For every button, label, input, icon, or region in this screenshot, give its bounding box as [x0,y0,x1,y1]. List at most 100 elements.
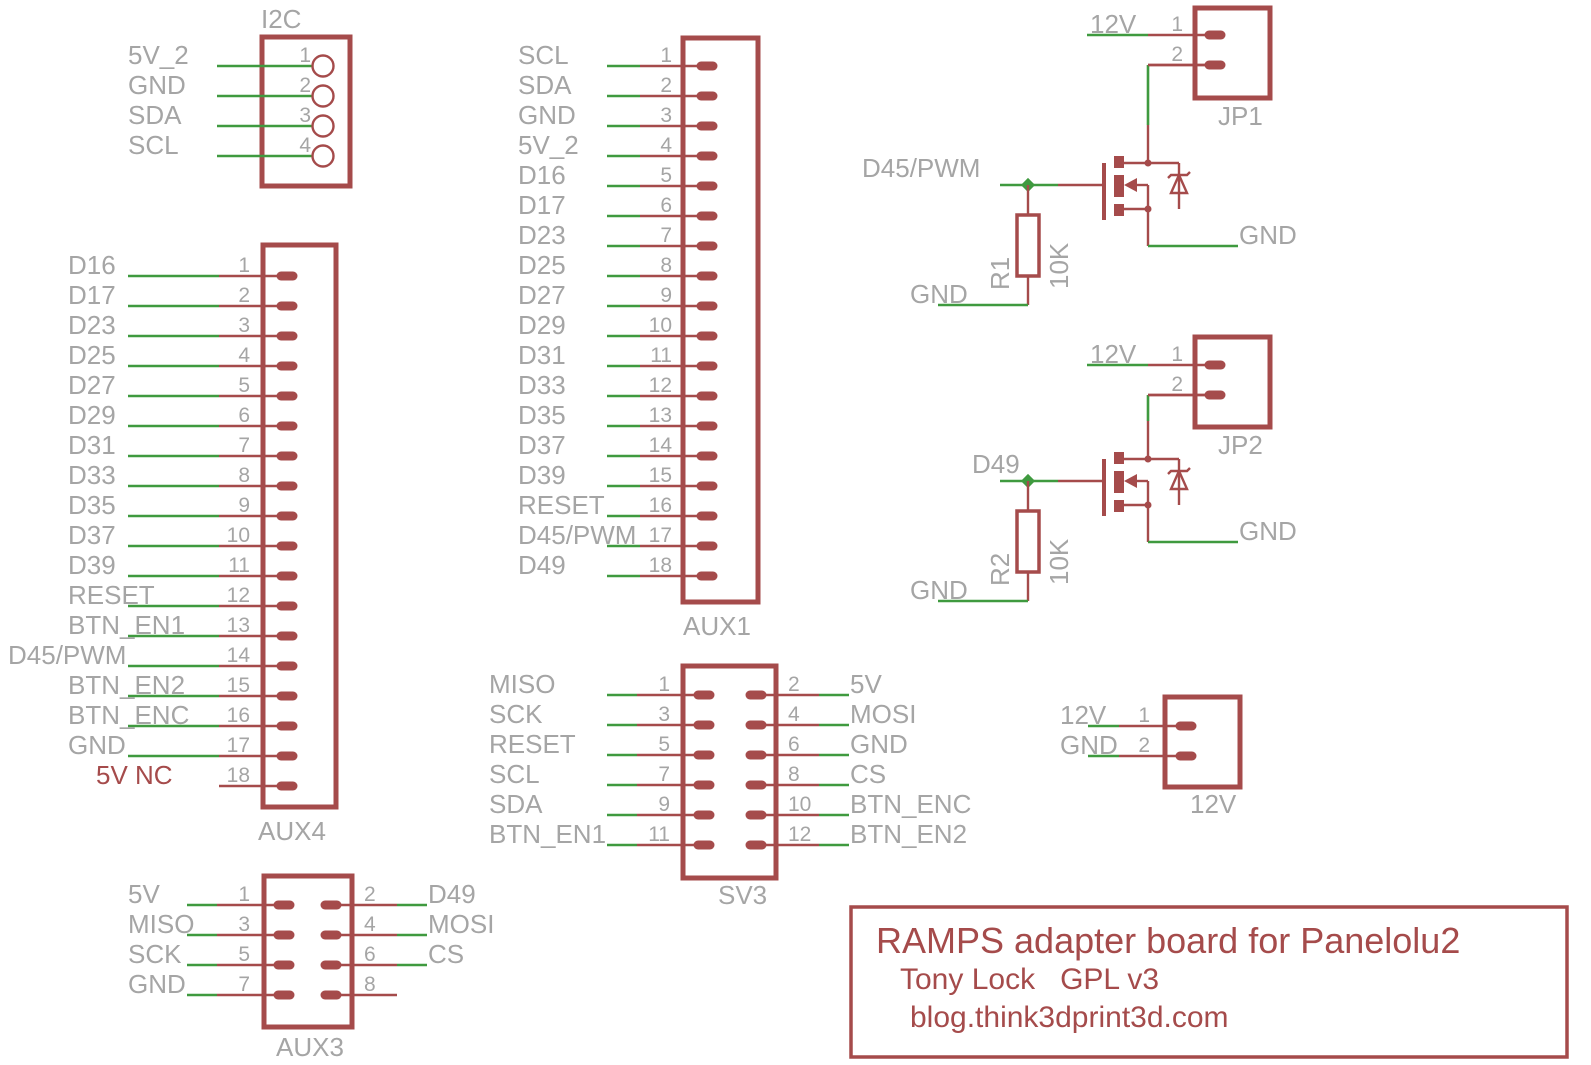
pin-number: 10 [227,524,250,547]
pin-pad-round [311,144,335,168]
pin-number: 7 [238,434,250,457]
pin-net-label: CS [850,759,886,789]
pin-number: 1 [238,254,250,277]
gate-net-label: D49 [972,449,1020,479]
pin-net-label: D37 [68,520,116,550]
pin-10: 10 D37 [68,520,298,551]
pin-3: 3 D23 [68,310,298,341]
pin-2: 2 [1148,373,1226,400]
pin-net-label: GND [1060,730,1118,760]
pin-number: 2 [364,883,376,906]
pin-net-label: D37 [518,430,566,460]
pin-number: 7 [238,973,250,996]
pin-number: 7 [658,763,670,786]
pin-net-label: GND [850,729,908,759]
title-block-author: Tony Lock GPL v3 [900,963,1159,996]
pin-net-label: D35 [68,490,116,520]
pin-net-label: SDA [518,70,572,100]
pin-net-label: D27 [68,370,116,400]
connector-aux4: AUX4 1D162D173D234D255D276D297D318D339D3… [8,242,339,846]
pin-net-label: BTN_ENC [68,700,189,730]
connector-aux3-body [261,873,355,1030]
pin-number: 11 [650,344,672,367]
pin-number: 12 [227,584,250,607]
pin-net-label: MISO [489,669,555,699]
connector-jp2-name: JP2 [1218,430,1263,460]
pin-net-label: D33 [68,460,116,490]
pin-net-label: D23 [68,310,116,340]
pin-net-label: D45/PWM [8,640,126,670]
mosfet-channel [1114,175,1124,197]
pin-number: 13 [227,614,250,637]
pin-net-label: MOSI [850,699,916,729]
zener-bar [1167,171,1191,179]
pin-8: 8 CS [745,759,886,790]
pin-net-label: SCL [128,130,179,160]
pin-number: 4 [364,913,376,936]
pin-number: 6 [660,194,672,217]
pin-number: 6 [364,943,376,966]
pin-net-label: D25 [518,250,566,280]
pin-number: 16 [227,704,250,727]
pin-net-label: BTN_EN1 [489,819,606,849]
gnd-label: GND [910,279,968,309]
pin-number: 4 [660,134,672,157]
pin-number: 2 [1171,43,1183,66]
pin-net-label: D39 [68,550,116,580]
resistor-body [1015,213,1041,278]
pin-number: 1 [1171,343,1183,366]
connector-aux4-name: AUX4 [258,816,326,846]
pin-number: 7 [660,224,672,247]
gate-net-label: D45/PWM [862,153,980,183]
pin-net-label: D49 [518,550,566,580]
pin-net-label: D17 [518,190,566,220]
pin-number: 11 [648,823,670,846]
connector-aux1-name: AUX1 [683,611,751,641]
pin-number: 6 [238,404,250,427]
pin-number: 10 [649,314,672,337]
pin-net-label: SDA [128,100,182,130]
pin-11: 11 BTN_EN1 [489,819,715,850]
mosfet-channel [1114,156,1124,168]
pin-4: 45V_2 [518,130,718,161]
pin-net-label: MOSI [428,909,494,939]
pin-number: 15 [649,464,672,487]
pin-pad-round [311,114,335,138]
pin-net-label: BTN_EN2 [68,670,185,700]
pin-number: 10 [788,793,811,816]
resistor-ref: R1 [985,257,1015,290]
pin-net-label: D27 [518,280,566,310]
zener-diode-icon [1169,468,1189,491]
pin-pad-round [311,54,335,78]
pin-net-label: SCK [128,939,182,969]
mosfet-arrow-icon [1124,178,1137,192]
pin-number: 8 [788,763,800,786]
resistor-value: 10K [1044,242,1074,289]
pin-number: 5 [658,733,670,756]
mosfet-channel [1114,452,1124,464]
pin-number: 1 [1171,13,1183,36]
gnd-label: GND [910,575,968,605]
pin-number: 3 [238,314,250,337]
resistor-ref: R2 [985,553,1015,586]
